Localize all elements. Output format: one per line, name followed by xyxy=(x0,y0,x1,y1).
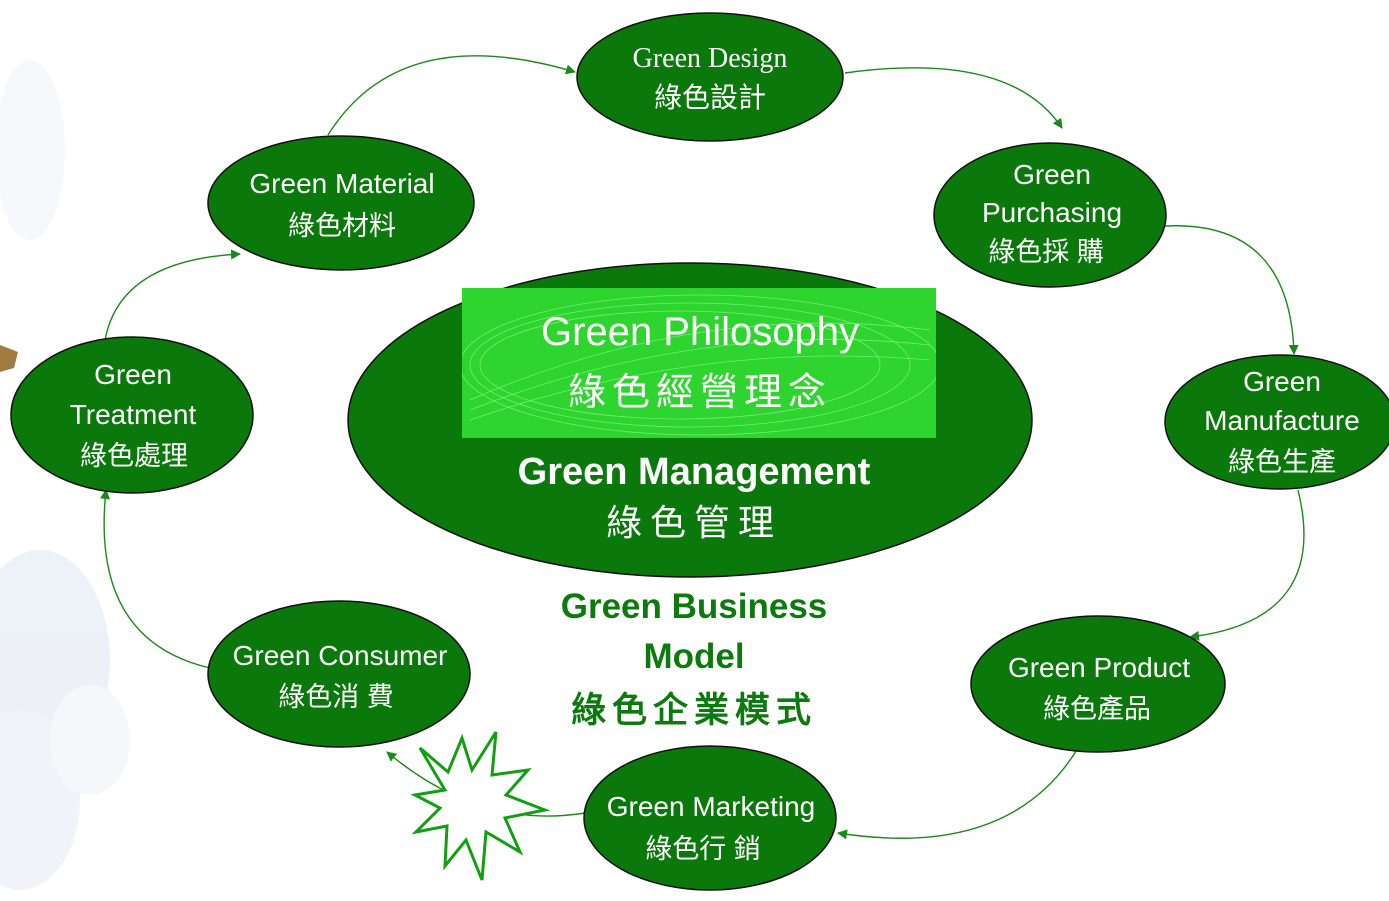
product-en: Green Product xyxy=(1008,652,1190,683)
philosophy-zh: 綠色經營理念 xyxy=(568,372,832,414)
treatment-zh: 綠色處理 xyxy=(80,441,188,471)
connector-purchasing-manufacture xyxy=(1164,225,1299,355)
model-zh: 綠色企業模式 xyxy=(571,690,817,730)
connector-material-design xyxy=(327,55,576,136)
butterfly-decoration-icon xyxy=(0,345,18,372)
consumer-en: Green Consumer xyxy=(233,640,448,671)
manufacture-en2: Manufacture xyxy=(1204,405,1360,436)
management-en: Green Management xyxy=(518,451,871,493)
node-green-material: Green Material 綠色材料 xyxy=(207,135,475,271)
philosophy-panel xyxy=(462,288,936,438)
treatment-en1: Green xyxy=(94,359,172,390)
design-en: Green Design xyxy=(633,43,788,74)
node-green-treatment: Green Treatment 綠色處理 xyxy=(10,336,254,494)
connector-treatment-material xyxy=(104,249,241,341)
treatment-en2: Treatment xyxy=(70,399,197,430)
connector-design-purchasing xyxy=(844,67,1063,129)
connector-product-marketing xyxy=(837,747,1079,840)
purchasing-en2: Purchasing xyxy=(982,197,1122,228)
node-green-marketing: Green Marketing 綠色行 銷 xyxy=(583,745,837,891)
node-green-purchasing: Green Purchasing 綠色採 購 xyxy=(933,142,1167,288)
manufacture-zh: 綠色生產 xyxy=(1228,447,1336,477)
center-management: Green Philosophy 綠色經營理念 Green Management… xyxy=(347,262,1033,578)
model-line1: Green Business xyxy=(561,587,828,626)
management-zh: 綠色管理 xyxy=(606,502,782,543)
starburst-icon xyxy=(410,731,551,881)
material-zh: 綠色材料 xyxy=(288,211,396,241)
product-zh: 綠色產品 xyxy=(1043,694,1151,724)
marketing-zh: 綠色行 銷 xyxy=(645,834,761,864)
node-green-consumer: Green Consumer 綠色消 費 xyxy=(207,600,471,748)
node-green-design: Green Design 綠色設計 xyxy=(576,12,844,142)
model-line2: Model xyxy=(643,637,744,676)
business-model-label: Green Business Model 綠色企業模式 xyxy=(561,587,828,730)
connector-manufacture-product xyxy=(1189,489,1305,641)
connector-consumer-treatment xyxy=(100,489,211,669)
purchasing-zh: 綠色採 購 xyxy=(988,237,1104,267)
flower-decoration-icon xyxy=(0,60,130,890)
manufacture-en1: Green xyxy=(1243,366,1321,397)
node-green-manufacture: Green Manufacture 綠色生產 xyxy=(1164,354,1389,490)
consumer-zh: 綠色消 費 xyxy=(278,682,394,712)
material-en: Green Material xyxy=(249,168,434,199)
node-green-product: Green Product 綠色產品 xyxy=(970,615,1226,753)
purchasing-en1: Green xyxy=(1013,159,1091,190)
marketing-en: Green Marketing xyxy=(607,791,816,822)
philosophy-en: Green Philosophy xyxy=(541,310,859,354)
design-zh: 綠色設計 xyxy=(654,82,766,114)
